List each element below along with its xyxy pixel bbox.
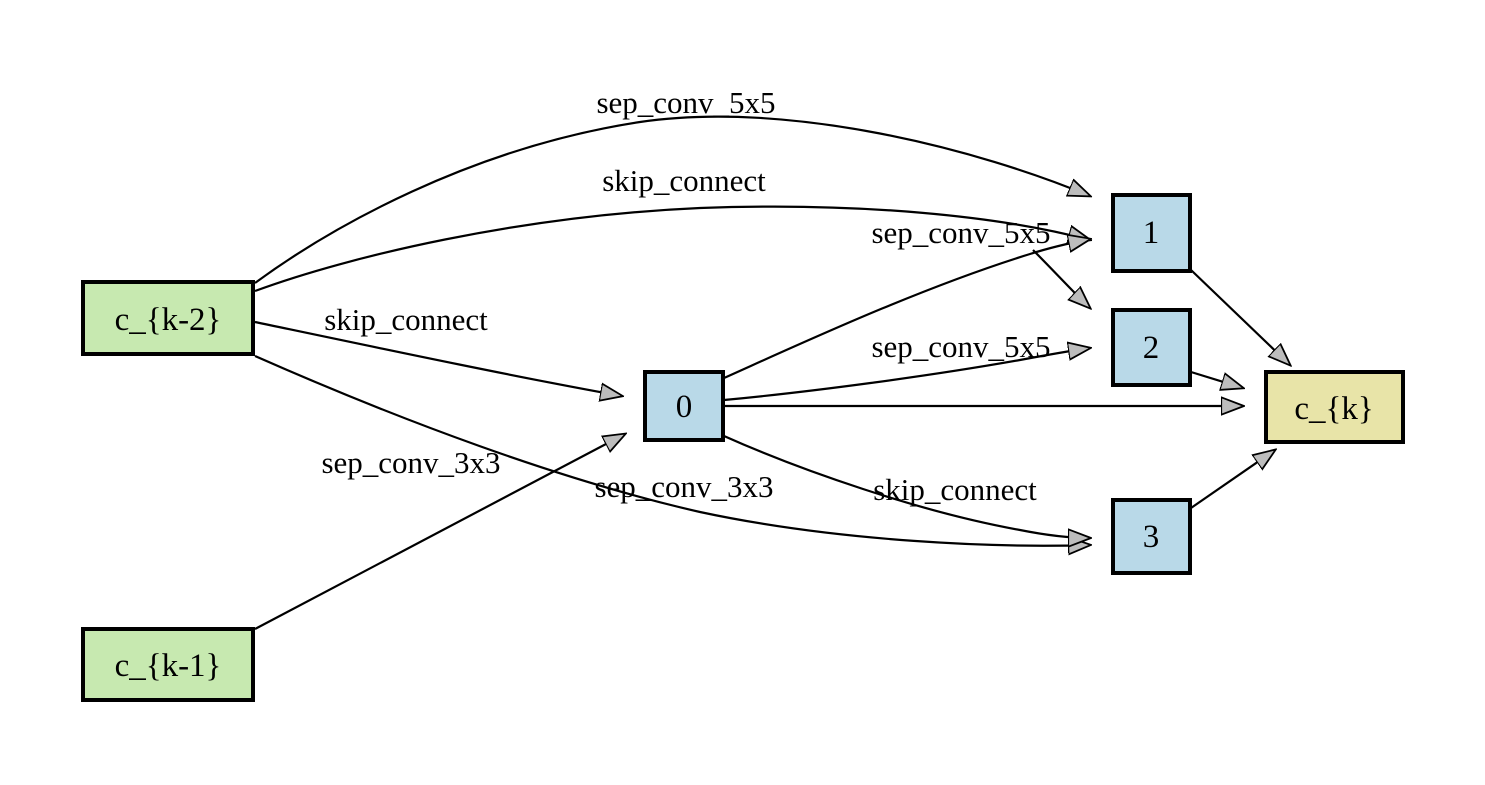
node-ck1-label: c_{k-1} [115, 648, 222, 684]
node-2[interactable]: 2 [1111, 308, 1192, 387]
edge-ck2-to-1-skip-connect [254, 205, 1090, 293]
edge-label-skip-connect-0-3: skip_connect [873, 472, 1037, 507]
edge-group [254, 115, 1290, 630]
edge-0-to-2-sep-conv-5x5 [723, 348, 1090, 402]
edge-0-to-2 [1032, 249, 1090, 308]
edge-label-sep-conv-5x5-ck2-1: sep_conv_5x5 [596, 85, 775, 120]
node-0-label: 0 [676, 389, 693, 425]
node-ck2-label: c_{k-2} [115, 302, 222, 338]
edge-ck2-to-0-skip-connect [254, 320, 622, 396]
edge-1-to-ck [1190, 269, 1290, 365]
edge-label-sep-conv-5x5-0-2: sep_conv_5x5 [871, 329, 1050, 364]
edge-0-to-1-sep-conv-5x5 [723, 239, 1090, 380]
edge-2-to-ck [1190, 370, 1243, 388]
edge-label-sep-conv-3x3-ck2-3: sep_conv_3x3 [321, 445, 500, 480]
node-2-label: 2 [1143, 330, 1160, 366]
edge-3-to-ck [1190, 450, 1275, 509]
edge-label-sep-conv-5x5-0-1: sep_conv_5x5 [871, 215, 1050, 250]
node-ck[interactable]: c_{k} [1264, 370, 1405, 444]
node-3-label: 3 [1143, 519, 1160, 555]
edge-label-sep-conv-3x3-ck1-0: sep_conv_3x3 [594, 469, 773, 504]
node-3[interactable]: 3 [1111, 498, 1192, 575]
node-3-rect[interactable] [1111, 498, 1192, 575]
node-ck1[interactable]: c_{k-1} [81, 627, 255, 702]
edge-label-group: sep_conv_5x5 skip_connect sep_conv_5x5 s… [321, 85, 1050, 507]
node-group: c_{k-2} c_{k-1} 0 1 2 3 [81, 193, 1405, 702]
node-1-rect[interactable] [1111, 193, 1192, 273]
node-2-rect[interactable] [1111, 308, 1192, 387]
edge-ck1-to-0-sep-conv-3x3 [254, 434, 625, 630]
edge-0-to-3-skip-connect [723, 434, 1090, 538]
node-ck-label: c_{k} [1294, 391, 1373, 427]
node-ck2-rect[interactable] [81, 280, 255, 356]
node-1-label: 1 [1143, 215, 1160, 251]
node-0[interactable]: 0 [643, 370, 725, 442]
edge-ck2-to-3-sep-conv-3x3 [254, 354, 1090, 546]
node-ck2[interactable]: c_{k-2} [81, 280, 255, 356]
node-0-rect[interactable] [643, 370, 725, 442]
node-1[interactable]: 1 [1111, 193, 1192, 273]
node-ck-rect[interactable] [1264, 370, 1405, 444]
edge-ck2-to-1-sep-conv-5x5 [254, 115, 1090, 284]
node-ck1-rect[interactable] [81, 627, 255, 702]
edge-label-skip-connect-ck2-1: skip_connect [602, 163, 766, 198]
edge-label-skip-connect-ck2-0: skip_connect [324, 302, 488, 337]
